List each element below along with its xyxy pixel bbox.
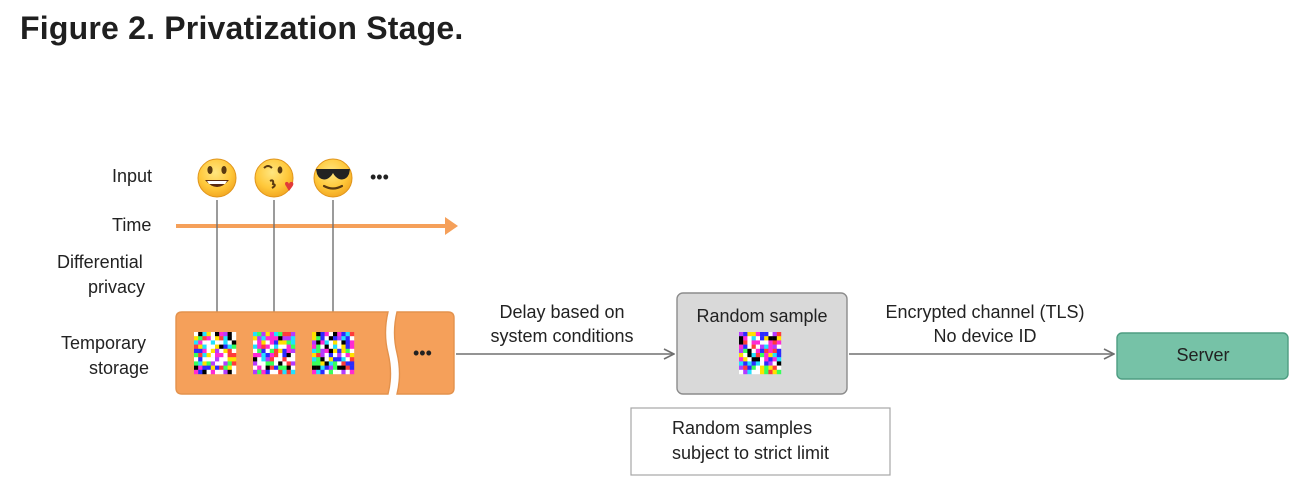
time-label: Time <box>112 215 151 235</box>
note-box <box>630 407 891 476</box>
sunglasses-face-icon <box>313 158 353 198</box>
temporary-storage-label-line2: storage <box>89 358 149 378</box>
channel-label-line1: Encrypted channel (TLS) <box>885 302 1084 322</box>
input-ellipsis: ••• <box>370 167 389 187</box>
figure-title: Figure 2. Privatization Stage. <box>20 10 464 46</box>
noise-tile-3 <box>312 332 355 375</box>
input-label: Input <box>112 166 152 186</box>
time-arrow <box>176 217 458 235</box>
differential-privacy-label-line2: privacy <box>88 277 145 297</box>
note-label-line2: subject to strict limit <box>672 443 829 463</box>
delay-label-line1: Delay based on <box>499 302 624 322</box>
differential-privacy-label-line1: Differential <box>57 252 143 272</box>
face-blowing-kiss-icon <box>254 158 294 198</box>
random-sample-label: Random sample <box>696 306 827 326</box>
grinning-face-icon <box>197 158 237 198</box>
noise-tile-2 <box>253 332 296 375</box>
note-label-line1: Random samples <box>672 418 812 438</box>
storage-ellipsis: ••• <box>413 343 432 363</box>
channel-label-line2: No device ID <box>933 326 1036 346</box>
noise-tile-sample <box>739 332 782 375</box>
random-sample-tile <box>739 332 782 375</box>
server-box <box>1116 332 1289 380</box>
noise-tile-1 <box>194 332 237 375</box>
server-label: Server <box>1176 345 1229 365</box>
privatized-data-tiles <box>194 332 355 375</box>
temporary-storage-label-line1: Temporary <box>61 333 146 353</box>
delay-label-line2: system conditions <box>490 326 633 346</box>
